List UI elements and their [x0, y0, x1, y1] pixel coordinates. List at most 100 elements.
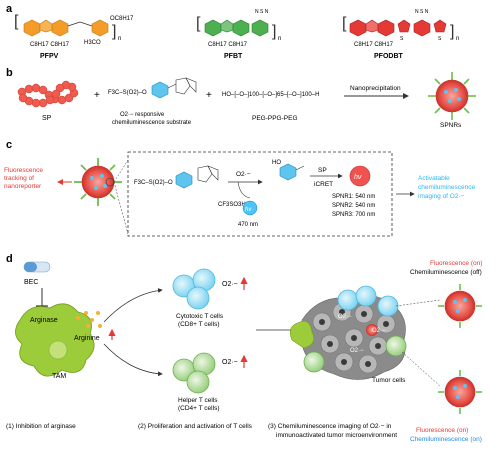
panel-label-a: a: [6, 3, 13, 15]
step3-caption-1: (3) Chemiluminescence imaging of O2·− in: [268, 423, 392, 430]
o2-tumor-2: O2·−: [372, 328, 386, 334]
helper-t-cells: [172, 352, 216, 394]
hv-blue-label: hν: [245, 207, 251, 213]
fluorescence-tracking-1: Fluorescence: [4, 167, 43, 174]
o2-label-c: O2·−: [236, 171, 251, 178]
product-ring: [279, 163, 297, 181]
step3-caption-2: immunoactivated tumor microenvironment: [276, 432, 397, 439]
pfodbt-heteroatoms: N S N: [415, 9, 429, 15]
fluorescence-tracking-3: nanoreporter: [4, 183, 42, 190]
spnr-nanoparticle: SPNRs: [428, 72, 476, 129]
spnr-label: SPNRs: [440, 122, 462, 129]
o2-tumor-3: O2·−: [350, 348, 364, 354]
sp-label-c: SP: [318, 167, 327, 174]
pfbt-name: PFBT: [224, 53, 243, 60]
reaction-mechanism-box: [127, 151, 393, 237]
pfpv-name: PFPV: [40, 53, 59, 60]
spnr3-wavelength: SPNR3: 700 nm: [332, 212, 375, 218]
pfpv-repeat: n: [118, 36, 121, 42]
arginine-label: Arginine: [74, 335, 100, 342]
step2-caption: (2) Proliferation and activation of T ce…: [138, 423, 253, 430]
polymer-pfpv: [ OC8H17 H3CO C8H17 C8H17 ] n PFPV: [14, 13, 134, 60]
wavelength-470: 470 nm: [238, 222, 258, 228]
cytotoxic-label-2: (CD8+ T cells): [178, 321, 219, 328]
helper-label-2: (CD4+ T cells): [178, 405, 219, 412]
fluorescence-tracking-2: tracking of: [4, 175, 34, 182]
arrow-to-cd8: [103, 288, 163, 323]
pfpv-sub1: OC8H17: [110, 16, 134, 22]
sp-polymer-chain: [17, 80, 79, 108]
spnr2-wavelength: SPNR2: 540 nm: [332, 203, 375, 209]
pfodbt-s1: S: [400, 36, 404, 42]
tam-label: TAM: [52, 373, 66, 380]
panel-label-d: d: [6, 253, 13, 265]
nanoprecipitation-label: Nanoprecipitation: [350, 85, 401, 92]
cytotoxic-label-1: Cytotoxic T cells: [176, 313, 224, 320]
svg-text:]: ]: [272, 23, 276, 40]
pfodbt-thiophene-right: [433, 19, 447, 33]
polymer-pfodbt: [ N S N S S ] n C8H17 C8H17 PFODBT: [342, 9, 459, 60]
sp-label: SP: [42, 115, 52, 122]
panel-label-b: b: [6, 67, 13, 79]
polymer-pfbt: [ N S N ] n C8H17 C8H17 PFBT: [196, 9, 281, 60]
o2-cd4-label: O2·−: [222, 359, 238, 366]
pfpv-fluorene: [23, 19, 69, 37]
reactant-formula: F3C–S(O2)–O: [134, 180, 173, 186]
ho-label: HO: [272, 160, 281, 166]
bec-label: BEC: [24, 279, 38, 286]
fl-on-label-1: Fluorescence (on): [430, 260, 482, 267]
bec-capsule-icon: [23, 261, 51, 273]
pfbt-sidechain: C8H17 C8H17: [208, 42, 248, 48]
substrate-label-2: chemiluminescence substrate: [112, 120, 192, 126]
arginase-label: Arginase: [30, 317, 58, 324]
pfodbt-bt-unit: [413, 19, 431, 37]
hv-red-label: hν: [354, 174, 362, 181]
tumor-microenvironment: [289, 285, 407, 380]
peg-molecule: HO–[–O–]100–[–O–]65–[–O–]100–H PEG-PPG-P…: [222, 92, 319, 122]
substrate-label-1: O2·− responsive: [120, 112, 165, 118]
tam-nucleus: [48, 340, 68, 360]
svg-text:[: [: [342, 15, 347, 32]
svg-text:]: ]: [112, 23, 116, 40]
fl-on-label-2: Fluorescence (on): [416, 427, 468, 434]
nanoreporter-particle: [74, 158, 122, 206]
pfodbt-thiophene-left: [397, 19, 411, 33]
cytotoxic-t-cells: [172, 268, 216, 310]
activatable-text-3: imaging of O2·−: [418, 193, 465, 200]
cl-off-label: Chemiluminescence (off): [410, 269, 482, 276]
o2-cd8-label: O2·−: [222, 281, 238, 288]
activatable-text-1: Activatable: [418, 175, 450, 182]
svg-text:]: ]: [450, 23, 454, 40]
reactant-ring: [175, 171, 193, 189]
pfodbt-name: PFODBT: [374, 53, 404, 60]
arginine-dots: [76, 311, 102, 328]
byproduct-label: CF3SO3H: [218, 202, 246, 208]
blue-photon: [242, 200, 258, 216]
cl-on-label: Chemiluminescence (on): [410, 436, 482, 443]
icret-label: iCRET: [314, 181, 333, 188]
pfpv-phenyl: [91, 19, 109, 37]
plus-sign-1: +: [94, 90, 100, 101]
pfpv-sidechain: C8H17 C8H17: [30, 42, 70, 48]
spnr1-wavelength: SPNR1: 540 nm: [332, 194, 375, 200]
peg-label: PEG-PPG-PEG: [252, 115, 298, 122]
bracket-left: [: [14, 13, 19, 30]
tumor-cells-label: Tumor cells: [372, 377, 406, 384]
nanoreporter-off: [434, 280, 486, 332]
pfbt-repeat: n: [278, 36, 281, 42]
plus-sign-2: +: [206, 90, 212, 101]
pfpv-sub2: H3CO: [84, 40, 101, 46]
panel-label-c: c: [6, 139, 12, 151]
arrow-to-cd4: [103, 343, 163, 377]
tam-cell: [15, 303, 95, 377]
helper-label-1: Helper T cells: [178, 397, 218, 404]
pfodbt-sidechain: C8H17 C8H17: [354, 42, 394, 48]
substrate-molecule: F3C–S(O2)–O O2·− responsive chemilumines…: [108, 77, 197, 126]
step1-caption: (1) Inhibition of arginase: [6, 423, 76, 430]
substrate-formula: F3C–S(O2)–O: [108, 90, 147, 96]
activatable-text-2: chemiluminescence: [418, 184, 475, 191]
svg-text:[: [: [196, 15, 201, 32]
pfbt-bt-unit: [251, 19, 269, 37]
o2-tumor-1: O2·−: [338, 314, 352, 320]
